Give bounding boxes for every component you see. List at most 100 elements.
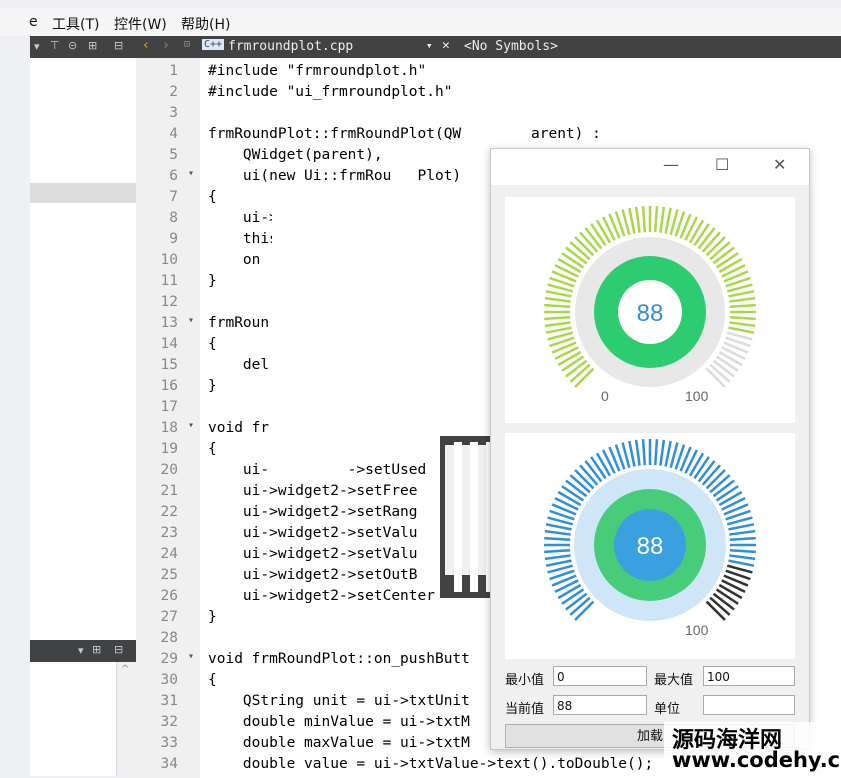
selected-row[interactable] — [30, 183, 136, 203]
code-line[interactable]: 14 { — [136, 336, 841, 357]
forward-icon[interactable]: › — [162, 38, 170, 53]
minimize-icon[interactable]: — — [663, 155, 679, 174]
current-value-input[interactable]: 88 — [553, 695, 647, 715]
gauge-tick — [712, 592, 735, 611]
gauge-tick — [718, 257, 743, 274]
scrollbar[interactable]: ^ — [116, 662, 137, 776]
menu-bar: e 工具(T) 控件(W) 帮助(H) — [0, 8, 841, 36]
redaction — [272, 196, 502, 446]
code-line[interactable]: 5 QWidget(parent), — [136, 147, 841, 168]
max-value-input[interactable]: 100 — [703, 666, 795, 686]
gauge-tick — [551, 574, 577, 587]
fold-arrow-icon[interactable]: ▾ — [188, 315, 195, 326]
code-text: { — [208, 336, 217, 352]
gauge-tick — [684, 216, 699, 241]
code-line[interactable]: 15 del — [136, 357, 841, 378]
menu-item-controls[interactable]: 控件(W) — [114, 17, 167, 33]
close-panel-icon[interactable]: ⊟ — [114, 643, 124, 656]
dropdown-icon[interactable]: ▾ — [34, 40, 40, 53]
chevron-up-icon[interactable]: ^ — [121, 664, 130, 675]
code-text: ui->widget2->setFree — [208, 483, 418, 499]
gauge-tick — [545, 559, 572, 567]
gauge-1-max-label: 100 — [685, 388, 709, 404]
code-line[interactable]: 32 double minValue = ui->txtM — [136, 714, 841, 735]
gauge-2: 88 100 — [544, 439, 756, 638]
gauge-tick — [544, 536, 571, 542]
gauge-tick — [701, 464, 721, 486]
fold-arrow-icon[interactable]: ▾ — [188, 651, 195, 662]
code-line[interactable]: 34 double value = ui->txtValue->text().t… — [136, 756, 841, 777]
line-number: 6 — [169, 168, 178, 184]
code-line[interactable]: 31 QString unit = ui->txtUnit — [136, 693, 841, 714]
code-line[interactable]: 21 ui->widget2->setFree — [136, 483, 841, 504]
filter-icon[interactable]: ⊤ — [50, 39, 60, 52]
code-line[interactable]: 11} — [136, 273, 841, 294]
code-line[interactable]: 1#include "frmroundplot.h" — [136, 63, 841, 84]
gauge-tick — [729, 548, 756, 554]
gauge-tick — [544, 315, 571, 321]
gauge-tick — [705, 600, 726, 621]
code-line[interactable]: 17 — [136, 399, 841, 420]
code-line[interactable]: 10 on — [136, 252, 841, 273]
gauge-tick — [728, 290, 755, 298]
gauge-tick — [697, 227, 716, 250]
menu-item-e[interactable]: e — [29, 14, 38, 30]
gauge-1-ticks — [544, 206, 756, 388]
code-line[interactable]: 23 ui->widget2->setValu — [136, 525, 841, 546]
gauge-tick — [726, 516, 753, 526]
code-line[interactable]: 12 — [136, 294, 841, 315]
gauge-tick — [729, 303, 756, 309]
menu-item-tools[interactable]: 工具(T) — [52, 17, 100, 33]
chevron-down-icon[interactable]: ▾ — [426, 39, 433, 52]
code-line[interactable]: 2#include "ui_frmroundplot.h" — [136, 84, 841, 105]
code-line[interactable]: 3 — [136, 105, 841, 126]
close-icon[interactable]: ✕ — [442, 38, 450, 53]
code-line[interactable]: 16} — [136, 378, 841, 399]
symbols-dropdown[interactable]: <No Symbols> — [464, 39, 558, 54]
maximize-icon[interactable]: ☐ — [715, 155, 730, 174]
file-tab-name[interactable]: frmroundplot.cpp — [228, 39, 354, 54]
code-line[interactable]: 33 double maxValue = ui->txtM — [136, 735, 841, 756]
code-line[interactable]: 22 ui->widget2->setRang — [136, 504, 841, 525]
split-icon[interactable]: ⊞ — [92, 643, 102, 656]
gauge-tick — [715, 485, 739, 502]
gauge-tick — [723, 341, 749, 354]
code-line[interactable]: 24 ui->widget2->setValu — [136, 546, 841, 567]
gauge-tick — [621, 209, 631, 236]
code-line[interactable]: 28 — [136, 630, 841, 651]
gauge-tick — [684, 449, 699, 474]
gauge-tick — [554, 496, 579, 511]
code-line[interactable]: 19{ — [136, 441, 841, 462]
gauge-tick — [659, 439, 666, 466]
line-number: 14 — [160, 336, 178, 352]
code-text: del — [208, 357, 270, 373]
code-line[interactable]: 6▾ ui(new Ui::frmRou Plot) — [136, 168, 841, 189]
gauge-1: 88 0 100 — [544, 206, 756, 404]
dropdown-icon[interactable]: ▾ — [78, 644, 84, 657]
min-value-input[interactable]: 0 — [553, 666, 647, 686]
code-line[interactable]: 30{ — [136, 672, 841, 693]
unit-input[interactable] — [703, 695, 795, 715]
menu-item-help[interactable]: 帮助(H) — [181, 17, 231, 33]
close-panel-icon[interactable]: ⊟ — [114, 39, 124, 52]
link-icon[interactable]: ⊝ — [68, 39, 78, 52]
code-text: } — [208, 378, 217, 394]
line-number: 7 — [169, 189, 178, 205]
close-icon[interactable]: ✕ — [773, 155, 787, 174]
code-line[interactable]: 13▾frmRoun — [136, 315, 841, 336]
code-line[interactable]: 29▾void frmRoundPlot::on_pushButt — [136, 651, 841, 672]
code-line[interactable]: 20 ui- ->setUsed — [136, 462, 841, 483]
fold-arrow-icon[interactable]: ▾ — [188, 168, 195, 179]
gauge-2-value: 88 — [637, 533, 664, 560]
code-line[interactable]: 25 ui->widget2->setOutB — [136, 567, 841, 588]
gauge-tick — [557, 583, 582, 600]
split-icon[interactable]: ⊞ — [88, 39, 98, 52]
code-text: ui- ->setUsed — [208, 462, 427, 478]
code-text: frmRoun — [208, 315, 270, 331]
code-text: double maxValue = ui->txtM — [208, 735, 470, 751]
fold-arrow-icon[interactable]: ▾ — [188, 420, 195, 431]
code-line[interactable]: 27} — [136, 609, 841, 630]
code-line[interactable]: 7{ — [136, 189, 841, 210]
back-icon[interactable]: ‹ — [142, 38, 150, 53]
